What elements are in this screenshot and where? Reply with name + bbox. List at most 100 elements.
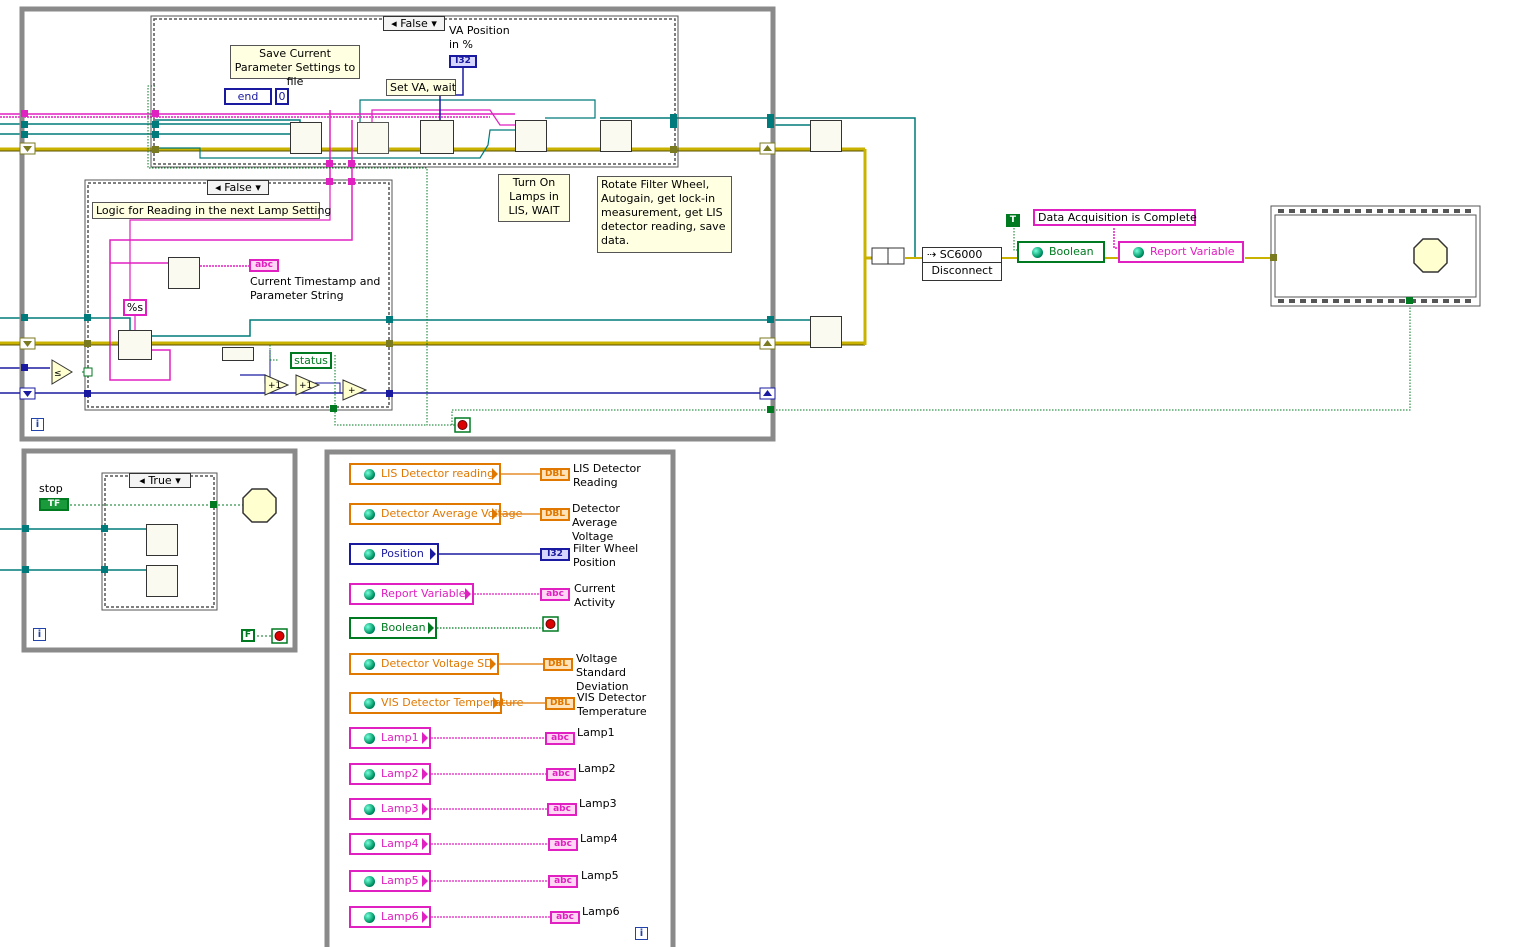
variable-label: Position (381, 547, 424, 560)
shared-variable-lamp1[interactable]: Lamp1 (349, 727, 431, 749)
false-constant[interactable]: F (241, 629, 255, 642)
svg-text:+1: +1 (299, 381, 312, 391)
case-selector-label: False (400, 17, 428, 30)
variable-label: Boolean (381, 621, 426, 634)
indicator-terminal-abc: abc (545, 732, 575, 745)
timestamp-label: Current Timestamp and Parameter String (250, 275, 381, 302)
stop-control-tf[interactable]: TF (39, 498, 69, 511)
case-selector-label: False (224, 181, 252, 194)
filmstrip-hole (1377, 209, 1383, 213)
variable-label: Lamp3 (381, 802, 419, 815)
shared-variable-lamp3[interactable]: Lamp3 (349, 798, 431, 820)
variable-label: Lamp5 (381, 874, 419, 887)
indicator-label: LIS Detector Reading (573, 462, 641, 489)
case-selector-label: True (148, 474, 172, 487)
set-va-subvi-icon[interactable] (420, 120, 454, 154)
shared-variable-lamp5[interactable]: Lamp5 (349, 870, 431, 892)
shared-variable-vis-detector-temperature[interactable]: VIS Detector Temperature (349, 692, 523, 714)
globe-icon (364, 698, 375, 709)
filmstrip-hole (1421, 209, 1427, 213)
shared-variable-position[interactable]: Position (349, 543, 439, 565)
shift-registers (19, 142, 776, 400)
filmstrip-hole (1278, 209, 1284, 213)
globe-icon (364, 589, 375, 600)
filmstrip-hole (1278, 299, 1284, 303)
stop-label: stop (39, 482, 63, 495)
globe-icon (1032, 247, 1043, 258)
end-enum-constant[interactable]: end (224, 88, 272, 105)
variable-label: Lamp1 (381, 731, 419, 744)
indicator-label: Lamp5 (581, 869, 619, 882)
top-case-selector[interactable]: ◂ False ▾ (383, 16, 445, 31)
globe-icon (364, 876, 375, 887)
tick-count-icon[interactable] (222, 347, 254, 361)
tunnels (21, 110, 1413, 573)
zero-constant[interactable]: 0 (275, 88, 289, 105)
shared-variable-lamp2[interactable]: Lamp2 (349, 763, 431, 785)
output-arrow-icon (428, 622, 434, 634)
true-constant[interactable]: T (1006, 214, 1020, 227)
bottom-left-case-selector[interactable]: ◂ True ▾ (129, 473, 191, 488)
main-while-loop (19, 6, 776, 442)
timestamp-subvi-icon[interactable] (168, 257, 200, 289)
turn-on-lamps-subvi-icon[interactable] (515, 120, 547, 152)
shared-variable-lamp6[interactable]: Lamp6 (349, 906, 431, 928)
measurement-subvi-icon[interactable] (600, 120, 632, 152)
close-reference-icon[interactable] (810, 120, 842, 152)
indicator-terminal-dbl: DBL (545, 697, 575, 710)
case-prev-arrow-icon[interactable]: ◂ (215, 181, 221, 194)
sc6000-text: SC6000 (939, 248, 983, 261)
indicator-label: Current Activity (574, 582, 616, 609)
indicator-terminal-dbl: DBL (543, 658, 573, 671)
close-reference-icon[interactable] (146, 524, 178, 556)
format-string-constant[interactable]: %s (123, 299, 147, 316)
output-arrow-icon (492, 508, 498, 520)
case-dropdown-icon[interactable]: ▾ (431, 17, 437, 30)
filmstrip-hole (1333, 299, 1339, 303)
flat-sequence (1270, 205, 1481, 307)
case-dropdown-icon[interactable]: ▾ (175, 474, 181, 487)
timestamp-string-indicator: abc (249, 259, 279, 272)
filmstrip-hole (1355, 209, 1361, 213)
sc6000-disconnect-subvi[interactable]: ⇢ SC6000 Disconnect (922, 247, 1002, 281)
close-reference-icon[interactable] (146, 565, 178, 597)
loop-iteration-terminal: i (635, 927, 648, 940)
shared-variable-lis-detector-reading[interactable]: LIS Detector reading (349, 463, 501, 485)
close-reference-icon[interactable] (810, 316, 842, 348)
filmstrip-hole (1454, 299, 1460, 303)
variable-label: Detector Average Voltage (381, 507, 523, 520)
shared-variable-boolean[interactable]: Boolean (349, 617, 437, 639)
format-string-subvi-icon[interactable] (118, 330, 152, 360)
filmstrip-hole (1322, 209, 1328, 213)
stop-sign-icons (242, 238, 1448, 523)
format-into-file-subvi-icon[interactable] (357, 122, 389, 154)
case-dropdown-icon[interactable]: ▾ (255, 181, 261, 194)
loop-iteration-terminal: i (31, 418, 44, 431)
boolean-shared-variable[interactable]: Boolean (1017, 241, 1105, 263)
shared-variable-lamp4[interactable]: Lamp4 (349, 833, 431, 855)
case-prev-arrow-icon[interactable]: ◂ (391, 17, 397, 30)
output-arrow-icon (422, 875, 428, 887)
indicator-terminal-dbl: DBL (540, 468, 570, 481)
shared-variable-detector-voltage-sd[interactable]: Detector Voltage SD (349, 653, 499, 675)
filmstrip-hole (1366, 209, 1372, 213)
stop-terminals (271, 417, 559, 644)
wires (0, 68, 1415, 637)
filmstrip-hole (1399, 209, 1405, 213)
write-file-subvi-icon[interactable] (290, 122, 322, 154)
shared-variable-report-variable[interactable]: Report Variable (349, 583, 474, 605)
variable-label: Report Variable (381, 587, 466, 600)
shared-variable-detector-average-voltage[interactable]: Detector Average Voltage (349, 503, 522, 525)
variable-label: Lamp6 (381, 910, 419, 923)
status-unbundle: status (290, 352, 332, 369)
indicator-label: VIS Detector Temperature (577, 691, 647, 718)
case-prev-arrow-icon[interactable]: ◂ (139, 474, 145, 487)
filmstrip-hole (1432, 209, 1438, 213)
globe-icon (364, 769, 375, 780)
filmstrip-hole (1366, 299, 1372, 303)
inner-case-selector[interactable]: ◂ False ▾ (207, 180, 269, 195)
svg-text:≤: ≤ (54, 369, 62, 379)
filmstrip-hole (1311, 299, 1317, 303)
report-variable-shared-variable[interactable]: Report Variable (1118, 241, 1244, 263)
